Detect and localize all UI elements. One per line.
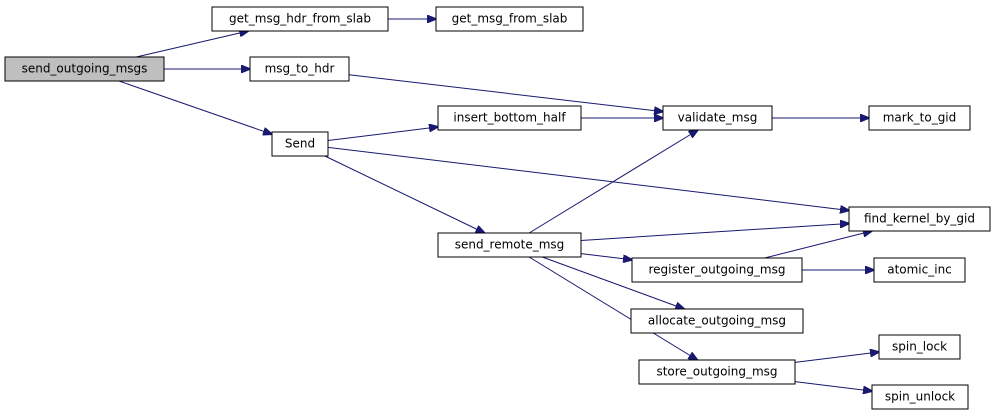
edge-register-outgoing-msg-to-find-kernel-by-gid — [764, 231, 872, 259]
node-label-store-outgoing-msg: store_outgoing_msg — [656, 365, 777, 379]
edge-send-to-find-kernel-by-gid — [327, 146, 849, 210]
node-spin-lock[interactable]: spin_lock — [878, 334, 961, 360]
edge-send-remote-msg-to-register-outgoing-msg — [580, 253, 632, 260]
node-send-remote-msg[interactable]: send_remote_msg — [437, 232, 582, 258]
edge-send-remote-msg-to-store-outgoing-msg — [528, 256, 697, 360]
node-get-msg-hdr-from-slab[interactable]: get_msg_hdr_from_slab — [211, 6, 389, 32]
node-label-register-outgoing-msg: register_outgoing_msg — [648, 263, 785, 277]
edge-send-outgoing-msgs-to-get-msg-hdr-from-slab — [136, 31, 248, 58]
node-spin-unlock[interactable]: spin_unlock — [871, 384, 969, 410]
node-send[interactable]: Send — [271, 131, 329, 157]
edge-send-outgoing-msgs-to-send — [118, 80, 272, 134]
node-atomic-inc[interactable]: atomic_inc — [873, 257, 966, 283]
node-mark-to-gid[interactable]: mark_to_gid — [868, 105, 971, 131]
nodes-layer: send_outgoing_msgs get_msg_hdr_from_slab… — [4, 6, 991, 410]
node-label-send-outgoing-msgs: send_outgoing_msgs — [22, 62, 148, 76]
edge-send-remote-msg-to-validate-msg — [528, 130, 698, 234]
edge-store-outgoing-msg-to-spin-lock — [794, 352, 879, 363]
node-label-spin-unlock: spin_unlock — [885, 390, 955, 404]
node-label-spin-lock: spin_lock — [892, 340, 947, 354]
node-msg-to-hdr[interactable]: msg_to_hdr — [249, 56, 350, 82]
node-get-msg-from-slab[interactable]: get_msg_from_slab — [435, 6, 584, 32]
edge-send-to-send-remote-msg — [324, 155, 485, 233]
node-label-msg-to-hdr: msg_to_hdr — [265, 62, 335, 76]
node-label-get-msg-from-slab: get_msg_from_slab — [452, 12, 568, 26]
node-label-find-kernel-by-gid: find_kernel_by_gid — [864, 212, 975, 226]
node-label-atomic-inc: atomic_inc — [887, 263, 952, 277]
edge-send-remote-msg-to-find-kernel-by-gid — [580, 223, 849, 241]
node-label-validate-msg: validate_msg — [678, 111, 758, 125]
node-label-send-remote-msg: send_remote_msg — [455, 238, 565, 252]
node-insert-bottom-half[interactable]: insert_bottom_half — [437, 105, 582, 131]
node-label-mark-to-gid: mark_to_gid — [883, 111, 957, 125]
edge-send-remote-msg-to-allocate-outgoing-msg — [542, 256, 684, 309]
node-label-allocate-outgoing-msg: allocate_outgoing_msg — [648, 314, 786, 328]
edges-layer — [118, 19, 879, 391]
edge-msg-to-hdr-to-validate-msg — [348, 74, 663, 112]
node-validate-msg[interactable]: validate_msg — [662, 105, 773, 131]
edge-send-to-insert-bottom-half — [327, 127, 438, 142]
node-label-insert-bottom-half: insert_bottom_half — [453, 111, 566, 125]
node-register-outgoing-msg[interactable]: register_outgoing_msg — [631, 257, 803, 283]
node-label-send: Send — [285, 137, 315, 151]
node-store-outgoing-msg[interactable]: store_outgoing_msg — [638, 359, 796, 385]
node-send-outgoing-msgs[interactable]: send_outgoing_msgs — [4, 56, 165, 82]
node-find-kernel-by-gid[interactable]: find_kernel_by_gid — [848, 206, 991, 232]
node-label-get-msg-hdr-from-slab: get_msg_hdr_from_slab — [229, 12, 371, 26]
node-allocate-outgoing-msg[interactable]: allocate_outgoing_msg — [630, 308, 804, 334]
edge-store-outgoing-msg-to-spin-unlock — [794, 381, 872, 391]
